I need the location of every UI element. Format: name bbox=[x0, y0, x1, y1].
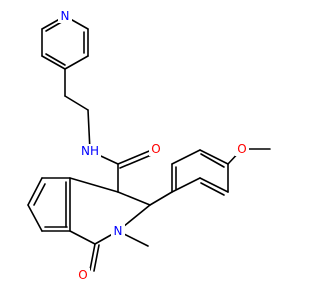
bond-amide-c-o-1 bbox=[117, 148, 155, 165]
bond-layer bbox=[27, 15, 271, 272]
bond-aryl-c2-c3-inner bbox=[200, 182, 225, 196]
bond-pyr-c4-c5-inner bbox=[45, 53, 66, 66]
atom-ether-oxygen: O bbox=[235, 142, 249, 156]
bond-ring-c1-c8a bbox=[69, 230, 96, 245]
bond-aryl-c5-c6 bbox=[171, 149, 201, 165]
bond-aryl-c2-c3 bbox=[199, 177, 229, 193]
bond-aryl-c1-c2 bbox=[171, 177, 201, 193]
atom-amide-oxygen: O bbox=[149, 142, 163, 156]
atom-layer: N NH O O N O bbox=[58, 9, 249, 282]
bond-aryl-c4-c5-inner bbox=[200, 153, 225, 168]
lactam-oxygen-label: O bbox=[78, 268, 87, 282]
atom-pyridine-nitrogen: N bbox=[58, 9, 72, 23]
atom-amide-nh: NH bbox=[79, 144, 101, 158]
amide-nh-label: NH bbox=[81, 144, 99, 158]
atom-ring-nitrogen: N bbox=[111, 224, 125, 238]
bond-benz-c6-c7 bbox=[27, 204, 43, 232]
molecule-diagram: N NH O O N O bbox=[27, 9, 271, 282]
bond-ring-c4-c3 bbox=[117, 191, 151, 206]
bond-benz-c5-c6 bbox=[27, 177, 43, 206]
bond-pyr-c3-c4 bbox=[64, 55, 89, 70]
structure-svg: N NH O O N O bbox=[27, 9, 271, 282]
bond-ring-c4-c4a bbox=[69, 177, 119, 193]
atom-lactam-oxygen: O bbox=[76, 268, 90, 282]
ring-nitrogen-label: N bbox=[114, 224, 123, 238]
pyridine-nitrogen-label: N bbox=[61, 9, 70, 23]
amide-oxygen-label: O bbox=[151, 142, 160, 156]
bond-linker-2 bbox=[64, 95, 89, 111]
bond-lactam-co-2 bbox=[93, 244, 100, 272]
bond-aryl-c4-c5 bbox=[199, 149, 229, 165]
ether-oxygen-label: O bbox=[237, 142, 246, 156]
bond-pyr-c4-c5 bbox=[41, 55, 66, 70]
bond-lactam-co-1 bbox=[89, 243, 96, 271]
bond-benz-c5-c6-inner bbox=[33, 183, 46, 206]
bond-aryl-link bbox=[149, 191, 173, 206]
